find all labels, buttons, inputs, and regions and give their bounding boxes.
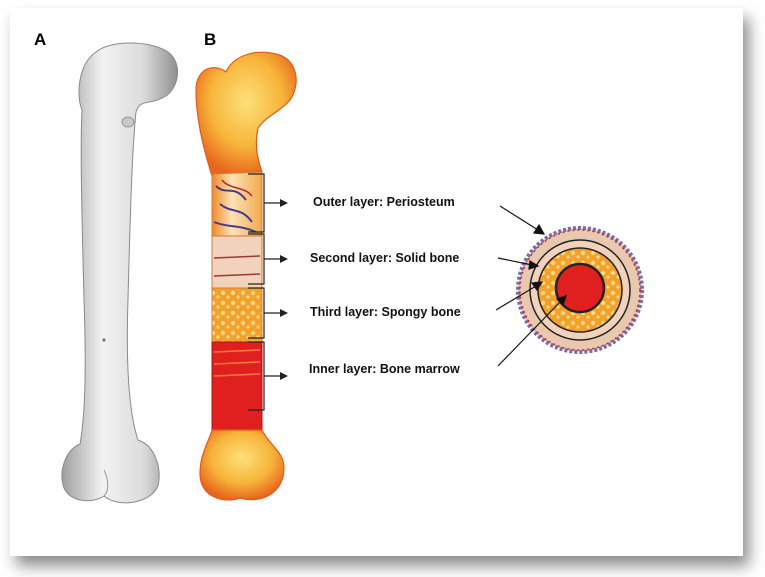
layer-label-bone-marrow: Inner layer: Bone marrow bbox=[309, 362, 460, 376]
bone-cross-section bbox=[516, 226, 644, 354]
layer-label-spongy-bone: Third layer: Spongy bone bbox=[310, 305, 461, 319]
femur-gray-illustration bbox=[61, 42, 178, 504]
pointer-arrows bbox=[495, 205, 567, 367]
layer-label-periosteum: Outer layer: Periosteum bbox=[313, 195, 455, 209]
panel-a-label: A bbox=[34, 30, 47, 49]
layer-label-solid-bone: Second layer: Solid bone bbox=[310, 251, 460, 265]
layer-brackets bbox=[248, 173, 282, 411]
femur-layered-illustration bbox=[195, 51, 297, 501]
panel-b-label: B bbox=[204, 30, 217, 49]
